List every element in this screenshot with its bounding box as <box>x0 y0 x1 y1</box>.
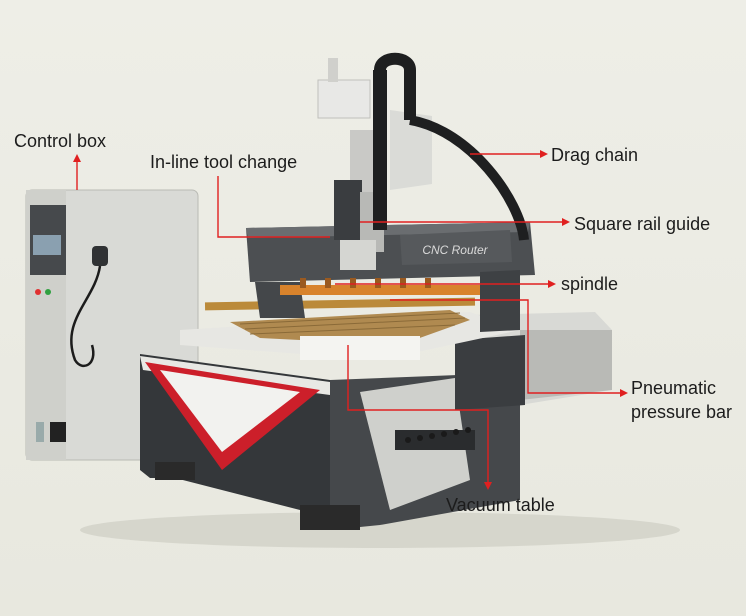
label-vacuum-table: Vacuum table <box>446 495 555 515</box>
label-in-line-tool-change: In-line tool change <box>150 152 298 172</box>
leader-vacuum-table <box>347 345 489 486</box>
label-pneumatic-line1: Pneumatic <box>631 378 717 398</box>
label-spindle: spindle <box>561 274 619 294</box>
tool-changer-rack <box>280 278 480 295</box>
label-pneumatic-line2: pressure bar <box>631 402 733 422</box>
right-bed <box>455 312 612 410</box>
floor-shadow <box>80 512 680 548</box>
label-control-box: Control box <box>14 131 107 151</box>
label-square-rail-guide: Square rail guide <box>574 214 711 234</box>
leader-tool-change <box>217 176 330 238</box>
leader-lines <box>73 150 628 490</box>
gantry-badge: CNC Router <box>422 243 488 257</box>
z-head <box>317 52 529 270</box>
machine-base <box>140 354 520 530</box>
leader-pneumatic <box>390 299 624 394</box>
label-drag-chain: Drag chain <box>551 145 639 165</box>
